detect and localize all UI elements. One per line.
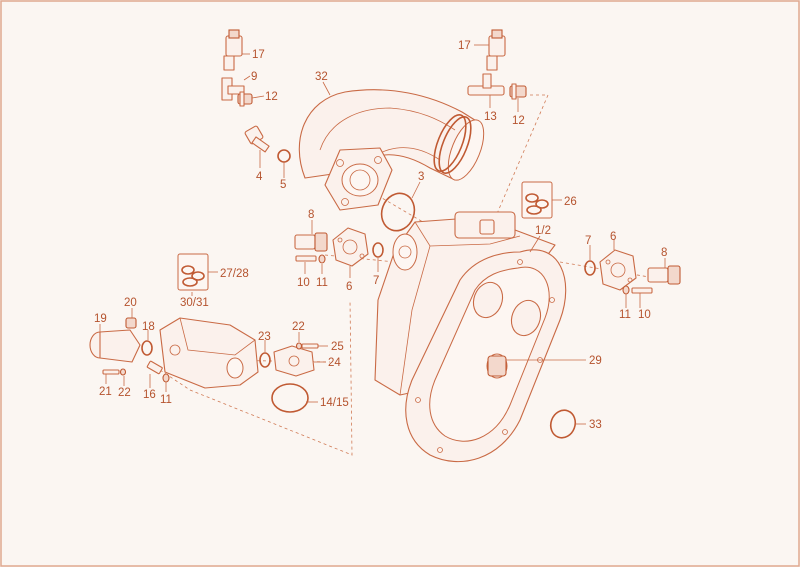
callout-labels: 17 9 12 32 17 13 12 4 5 3 26 1/2 8 7 6 8… [94, 40, 667, 431]
label-32: 32 [315, 71, 328, 83]
washer-11-left [318, 254, 326, 264]
washer-11-left-pump [162, 373, 170, 383]
label-33: 33 [589, 419, 602, 431]
label-23: 23 [258, 331, 271, 343]
elbow-fitting-17-left [223, 29, 243, 71]
label-14-15: 14/15 [320, 397, 349, 409]
label-11-left: 11 [316, 277, 328, 289]
label-20: 20 [124, 297, 137, 309]
screw-10-right [631, 287, 653, 294]
connector-8-right [647, 265, 681, 285]
tee-fitting-13 [467, 73, 505, 96]
label-25: 25 [331, 341, 344, 353]
oring-14-15 [271, 383, 309, 413]
seal-kit-26 [521, 181, 553, 219]
washer-11-right [622, 285, 630, 295]
oring-7-left [372, 242, 384, 258]
label-9: 9 [251, 71, 257, 83]
label-22-bottom: 22 [118, 387, 131, 399]
oring-3 [380, 192, 416, 232]
plug-20 [125, 317, 137, 329]
washer-5 [277, 149, 291, 163]
label-12-right: 12 [512, 115, 525, 127]
label-7-right: 7 [585, 235, 591, 247]
label-1-2: 1/2 [535, 225, 551, 237]
label-26: 26 [564, 196, 577, 208]
label-3: 3 [418, 171, 424, 183]
auxiliary-pump [159, 317, 259, 389]
flange-6-left [332, 227, 369, 267]
leader-lines [99, 44, 666, 425]
label-6-right: 6 [610, 231, 616, 243]
label-12-left: 12 [265, 91, 278, 103]
label-24: 24 [328, 357, 341, 369]
pump-cover-19 [89, 329, 141, 363]
label-13: 13 [484, 111, 497, 123]
label-18: 18 [142, 321, 155, 333]
label-29: 29 [589, 355, 602, 367]
label-27-28: 27/28 [220, 268, 249, 280]
label-11-right: 11 [619, 309, 631, 321]
elbow-fitting-17-right [486, 29, 506, 71]
label-10-left: 10 [297, 277, 310, 289]
washer-22-right [295, 342, 303, 350]
connector-8-left [294, 232, 328, 252]
label-21: 21 [99, 386, 112, 398]
label-8-left: 8 [308, 209, 314, 221]
seal-kit-27-28 [177, 253, 209, 291]
oring-33 [549, 409, 577, 439]
intake-elbow-hose [298, 89, 485, 181]
intake-flange [324, 147, 393, 211]
flange-24 [273, 345, 315, 377]
oring-23 [259, 352, 271, 368]
oring-18 [141, 340, 153, 356]
label-7-left: 7 [373, 275, 379, 287]
bolt-4 [244, 125, 270, 153]
washer-22-left [119, 368, 127, 376]
screw-10-left [295, 255, 317, 262]
screw-21 [102, 369, 120, 375]
label-19: 19 [94, 313, 107, 325]
tee-fitting-9 [221, 77, 245, 101]
label-22-top: 22 [292, 321, 305, 333]
oring-7-right [584, 260, 596, 276]
bolt-16 [146, 360, 163, 375]
label-30-31: 30/31 [180, 297, 209, 309]
drive-shaft-29 [486, 353, 508, 379]
bell-housing-flange [405, 249, 567, 463]
label-10-right: 10 [638, 309, 651, 321]
label-8-right: 8 [661, 247, 667, 259]
label-17-left: 17 [252, 49, 265, 61]
label-11-bottom: 11 [160, 394, 172, 406]
screw-25 [301, 343, 319, 349]
label-4: 4 [256, 171, 263, 183]
label-16: 16 [143, 389, 156, 401]
label-17-right: 17 [458, 40, 471, 52]
label-6-left: 6 [346, 281, 352, 293]
flange-6-right [599, 249, 637, 291]
plug-12-left [237, 91, 253, 107]
plug-12-right [509, 83, 527, 100]
label-5: 5 [280, 179, 286, 191]
